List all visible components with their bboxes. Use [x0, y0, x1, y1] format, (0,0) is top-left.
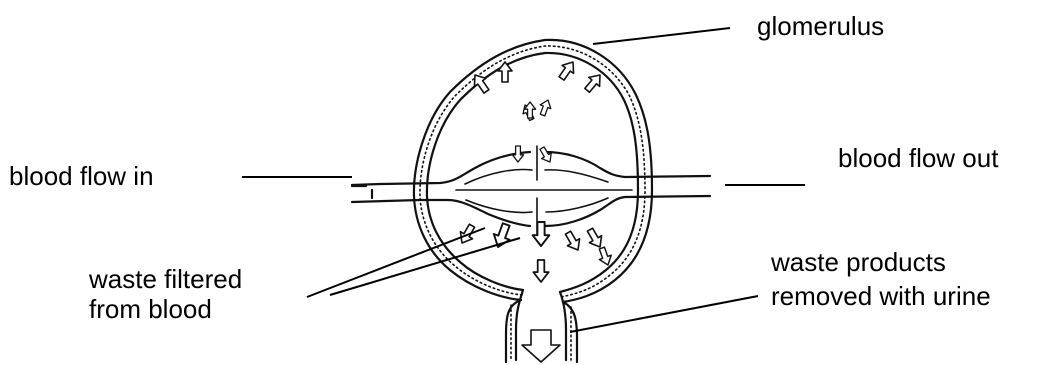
label-waste-products-line2: removed with urine	[771, 281, 991, 311]
capsule-wall	[414, 40, 652, 302]
filtration-arrow	[582, 71, 606, 95]
filtration-arrow	[537, 98, 553, 117]
filtration-arrow	[533, 260, 548, 282]
filtration-arrows	[456, 58, 614, 282]
label-blood-flow-in: blood flow in	[9, 161, 154, 191]
label-waste-filtered-line2: from blood	[89, 294, 212, 324]
filtration-arrow	[498, 62, 512, 82]
label-waste-filtered-line1: waste filtered	[89, 264, 242, 294]
label-waste-products-line1: waste products	[771, 247, 946, 277]
urine-outflow-arrow	[522, 330, 560, 362]
filtration-arrow	[562, 229, 584, 253]
filtration-arrow	[556, 58, 579, 82]
label-blood-flow-out: blood flow out	[838, 143, 998, 173]
label-glomerulus: glomerulus	[757, 11, 884, 41]
leader-lines	[242, 28, 805, 332]
capillary-vessels	[352, 146, 710, 234]
filtration-arrow	[584, 226, 606, 250]
filtration-arrow	[537, 145, 555, 164]
